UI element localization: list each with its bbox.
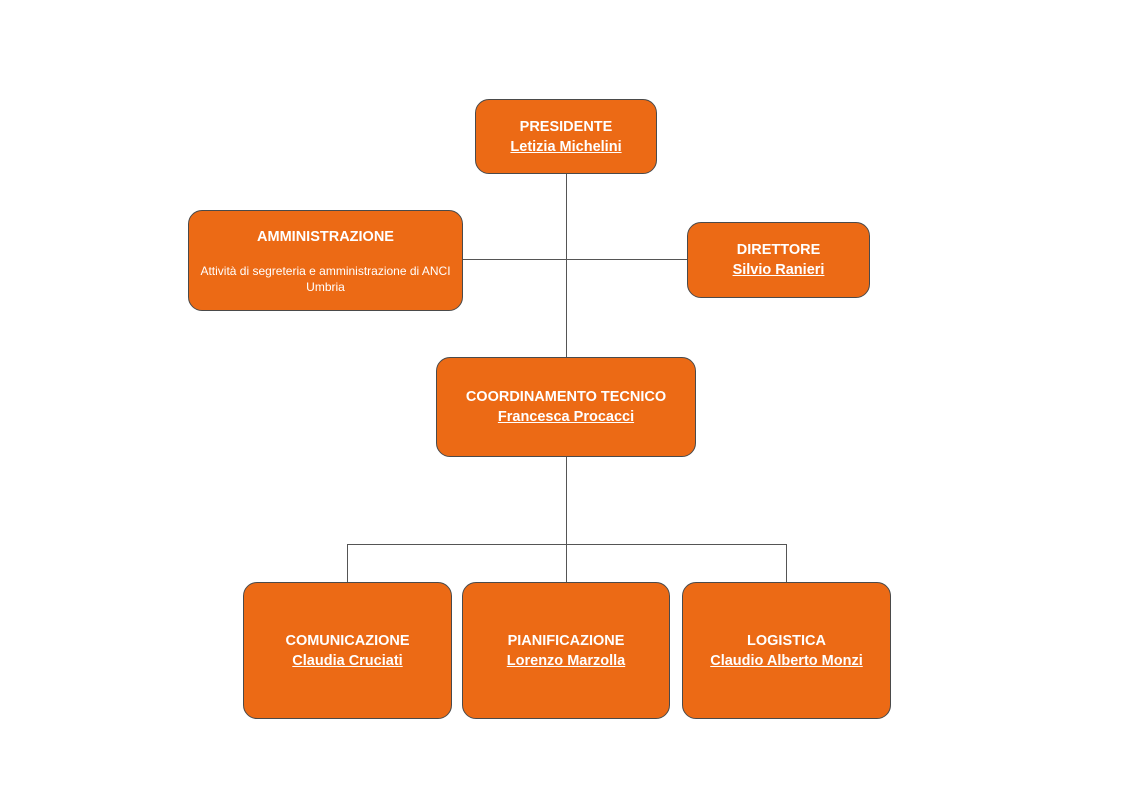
communication-title: COMUNICAZIONE bbox=[285, 632, 410, 649]
connector-to-comunicazione bbox=[347, 544, 348, 583]
director-name: Silvio Ranieri bbox=[732, 262, 825, 278]
connector-coordination-to-teams bbox=[566, 456, 567, 583]
technical-coordination-title: COORDINAMENTO TECNICO bbox=[465, 389, 667, 405]
president-box: PRESIDENTE Letizia Michelini bbox=[475, 99, 657, 174]
logistics-title: LOGISTICA bbox=[747, 632, 826, 649]
planning-box: PIANIFICAZIONE Lorenzo Marzolla bbox=[462, 582, 670, 719]
connector-president-to-coordination bbox=[566, 173, 567, 358]
communication-box: COMUNICAZIONE Claudia Cruciati bbox=[243, 582, 452, 719]
connector-teams-horizontal bbox=[347, 544, 787, 545]
logistics-box: LOGISTICA Claudio Alberto Monzi bbox=[682, 582, 891, 719]
technical-coordination-name: Francesca Procacci bbox=[497, 409, 635, 425]
director-title: DIRETTORE bbox=[736, 242, 821, 258]
technical-coordination-box: COORDINAMENTO TECNICO Francesca Procacci bbox=[436, 357, 696, 457]
planning-title: PIANIFICAZIONE bbox=[507, 632, 625, 649]
logistics-name: Claudio Alberto Monzi bbox=[710, 652, 863, 669]
administration-box: AMMINISTRAZIONE Attività di segreteria e… bbox=[188, 210, 463, 311]
president-name: Letizia Michelini bbox=[510, 138, 622, 155]
administration-title: AMMINISTRAZIONE bbox=[257, 228, 394, 245]
connector-horizontal-admin-director bbox=[462, 259, 688, 260]
administration-description: Attività di segreteria e amministrazione… bbox=[200, 263, 451, 294]
planning-name: Lorenzo Marzolla bbox=[506, 652, 626, 669]
president-title: PRESIDENTE bbox=[519, 118, 613, 135]
director-box: DIRETTORE Silvio Ranieri bbox=[687, 222, 870, 298]
communication-name: Claudia Cruciati bbox=[292, 652, 403, 669]
connector-to-logistica bbox=[786, 544, 787, 583]
